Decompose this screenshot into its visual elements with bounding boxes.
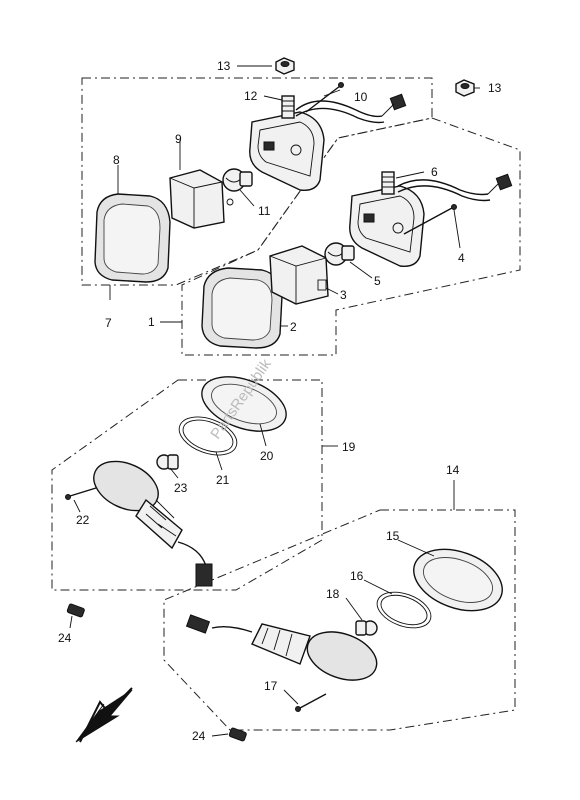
callout-18: 18 bbox=[326, 587, 340, 601]
rear-flasher-lens-left bbox=[93, 460, 213, 587]
nut-13-right bbox=[455, 79, 475, 97]
callout-labels: 13 12 10 13 9 8 6 11 4 5 3 1 2 7 19 20 2… bbox=[58, 59, 502, 743]
callout-24-right: 24 bbox=[192, 729, 206, 743]
flasher-body-9 bbox=[169, 169, 234, 229]
flasher-housing-lower bbox=[349, 173, 513, 267]
screw-22 bbox=[65, 487, 97, 500]
callout-7: 7 bbox=[105, 316, 112, 330]
callout-24-left: 24 bbox=[58, 631, 72, 645]
front-flasher-lens-2 bbox=[201, 267, 283, 349]
mount-stud-6 bbox=[381, 171, 395, 195]
callout-6: 6 bbox=[431, 165, 438, 179]
callout-8: 8 bbox=[113, 153, 120, 167]
callout-13-left: 13 bbox=[217, 59, 231, 73]
leader-lines bbox=[69, 65, 480, 737]
bulb-23 bbox=[156, 454, 179, 470]
nut-13-left bbox=[275, 57, 295, 75]
bolt-24-right bbox=[228, 727, 247, 742]
callout-19: 19 bbox=[342, 440, 356, 454]
rim-20 bbox=[201, 376, 287, 432]
rear-flasher-lens-right bbox=[185, 614, 378, 681]
callout-12: 12 bbox=[244, 89, 258, 103]
callout-9: 9 bbox=[175, 132, 182, 146]
callout-22: 22 bbox=[76, 513, 90, 527]
assembly-boundary-14 bbox=[163, 509, 516, 731]
callout-10: 10 bbox=[354, 90, 368, 104]
callout-11: 11 bbox=[258, 204, 271, 218]
callout-17: 17 bbox=[264, 679, 278, 693]
callout-15: 15 bbox=[386, 529, 400, 543]
rim-15 bbox=[413, 548, 503, 612]
mount-stud-12 bbox=[281, 95, 295, 119]
bolt-24-left bbox=[66, 603, 85, 618]
front-flasher-lens-8 bbox=[94, 193, 171, 283]
assembly-boundary-1 bbox=[181, 117, 521, 356]
callout-23: 23 bbox=[174, 481, 188, 495]
callout-21: 21 bbox=[216, 473, 230, 487]
screw-17 bbox=[295, 693, 327, 712]
screw-4 bbox=[403, 204, 457, 235]
callout-3: 3 bbox=[340, 288, 347, 302]
callout-20: 20 bbox=[260, 449, 274, 463]
gasket-21 bbox=[178, 416, 238, 456]
callout-4: 4 bbox=[458, 251, 465, 265]
bulb-5 bbox=[324, 242, 355, 266]
callout-5: 5 bbox=[374, 274, 381, 288]
bulb-11 bbox=[222, 168, 253, 192]
flasher-body-3 bbox=[269, 245, 329, 305]
callout-1: 1 bbox=[148, 315, 155, 329]
callout-2: 2 bbox=[290, 320, 297, 334]
assembly-boundary-19 bbox=[51, 379, 323, 591]
gasket-16 bbox=[376, 591, 432, 629]
front-direction-arrow-icon bbox=[75, 687, 133, 743]
callout-14: 14 bbox=[446, 463, 460, 477]
flasher-housing-upper bbox=[249, 93, 407, 191]
callout-16: 16 bbox=[350, 569, 364, 583]
callout-13-right: 13 bbox=[488, 81, 502, 95]
screw-10 bbox=[305, 82, 344, 113]
bulb-18 bbox=[355, 620, 378, 636]
